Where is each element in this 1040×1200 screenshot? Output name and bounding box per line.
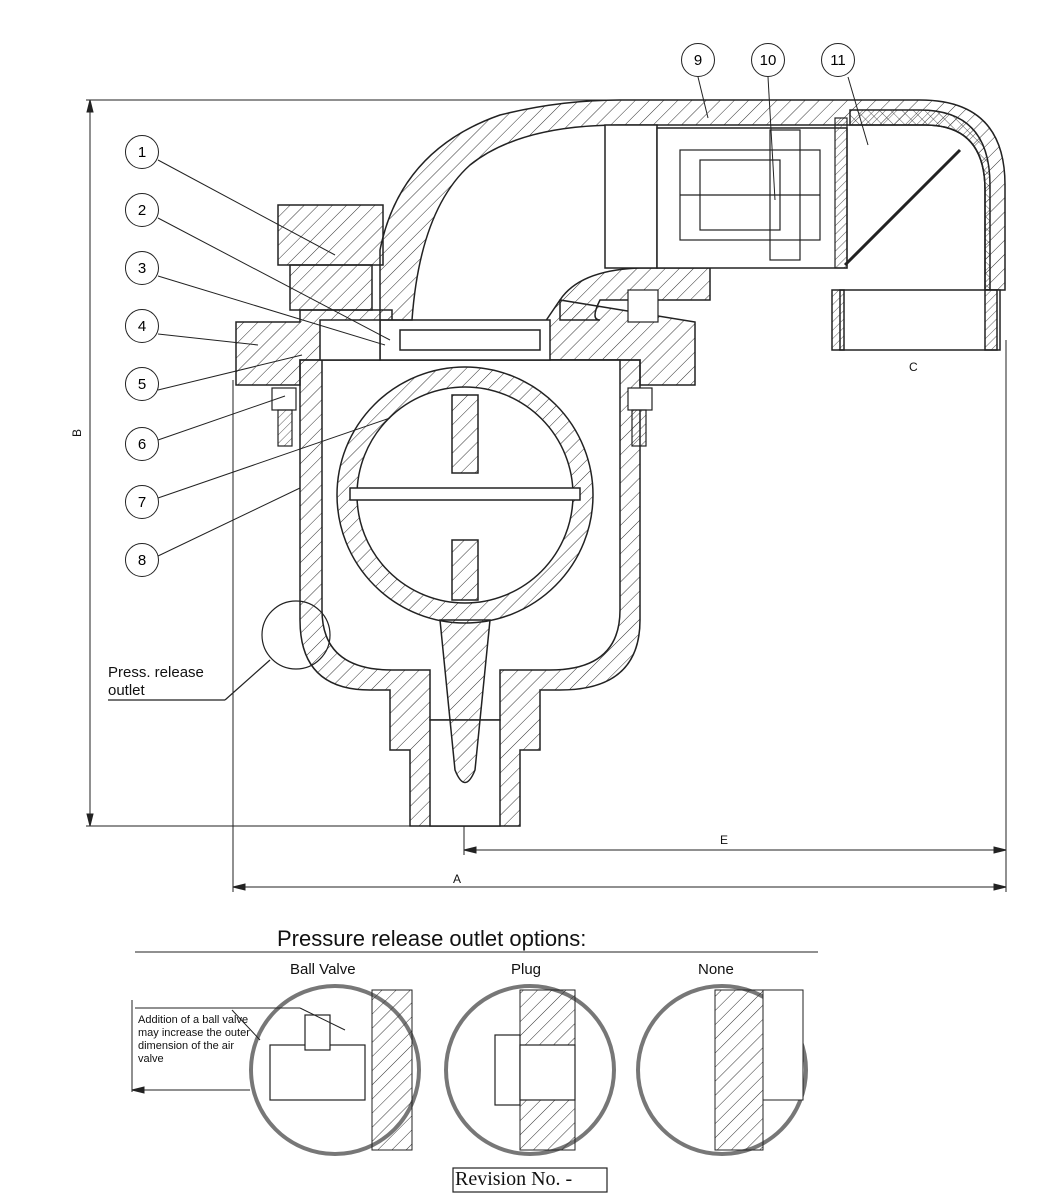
balloon-11: 11 [821,43,855,77]
revision-label: Revision No. - [455,1168,573,1190]
leader-lines [157,76,869,557]
revision-box [452,1167,608,1193]
press-release-label-2: outlet [108,682,145,699]
balloon-8: 8 [125,543,159,577]
ball-valve-note: Addition of a ball valve may increase th… [138,1014,250,1065]
dim-b-label: B [70,428,85,438]
float-ball [336,366,594,784]
option-plug-label: Plug [511,961,542,978]
option-ball-valve-label: Ball Valve [290,961,356,978]
balloon-10: 10 [751,43,785,77]
balloon-1: 1 [125,135,159,169]
options-section [131,951,818,1156]
top-plug [277,204,384,361]
side-bolts [271,289,659,447]
kinetic-mechanism [679,117,848,269]
balloon-4: 4 [125,309,159,343]
dim-a-label: A [453,872,462,886]
dim-c-label: C [909,360,918,374]
balloon-5: 5 [125,367,159,401]
dim-e-label: E [720,833,729,847]
balloon-6: 6 [125,427,159,461]
press-release-outlet [108,600,331,701]
dimension-lines [86,99,1007,892]
balloon-2: 2 [125,193,159,227]
press-release-label-1: Press. release [108,664,204,681]
options-title: Pressure release outlet options: [277,926,587,951]
option-none-label: None [698,961,734,978]
balloon-7: 7 [125,485,159,519]
elbow-outlet [379,99,1006,351]
balloon-9: 9 [681,43,715,77]
balloon-3: 3 [125,251,159,285]
